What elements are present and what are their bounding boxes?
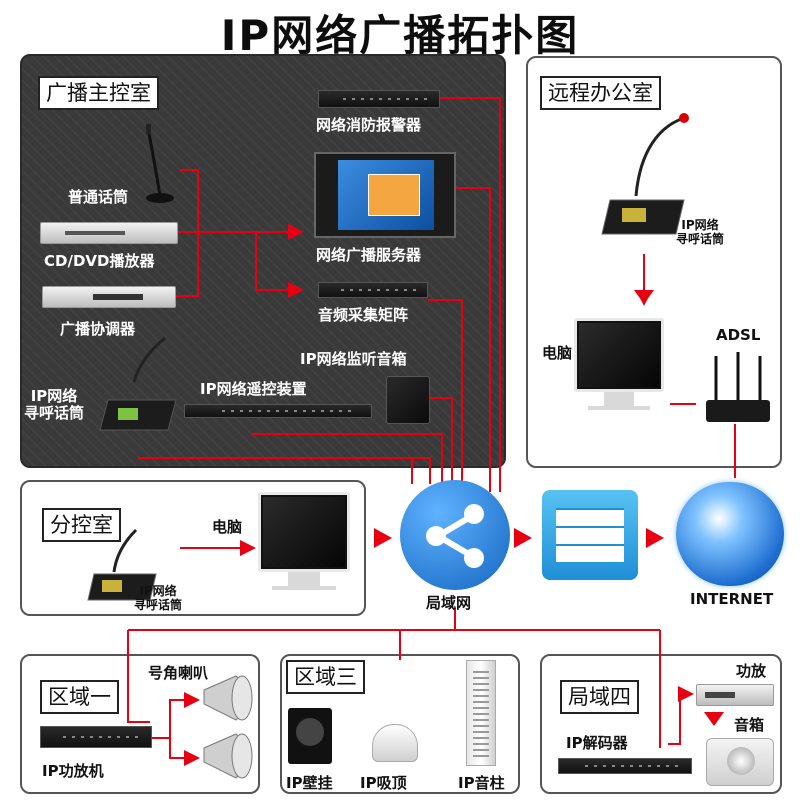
wall-speaker-icon — [288, 708, 332, 764]
line-to-zone1 — [127, 630, 150, 723]
amp-zone4-label: 功放 — [736, 662, 767, 680]
line-amp-horn — [150, 692, 200, 739]
page-title: IP网络广播拓扑图 — [220, 11, 580, 60]
arrow-lan-to-firewall — [514, 528, 532, 548]
sub-control-room-label: 分控室 — [42, 508, 121, 542]
decoder-device — [558, 758, 692, 774]
main-control-room-label: 广播主控室 — [38, 76, 159, 110]
remote-ctrl-device — [184, 404, 372, 418]
pc-sub-icon — [258, 492, 350, 602]
line-to-matrix — [255, 232, 304, 298]
arrow-pc-to-lan — [374, 528, 392, 548]
coordinator-device — [42, 286, 176, 308]
pager-remote-label: IP网络 寻呼话筒 — [676, 218, 725, 246]
decoder-label: IP解码器 — [566, 734, 628, 752]
line-mic — [180, 169, 199, 232]
cd-dvd-device — [40, 222, 178, 244]
monitor-speaker-label: IP网络监听音箱 — [300, 350, 407, 368]
arrow-firewall-to-internet — [646, 528, 664, 548]
remote-ctrl-label: IP网络遥控装置 — [200, 380, 307, 398]
amp-zone4-device — [696, 684, 774, 706]
line-monitor-speaker — [428, 397, 453, 484]
zone1-panel — [20, 654, 260, 794]
line-amp-horn2 — [169, 738, 200, 766]
monitor-speaker-icon — [386, 376, 430, 424]
horn-speaker-2 — [203, 733, 253, 779]
server-label: 网络广播服务器 — [316, 246, 422, 264]
fire-alarm-device — [318, 90, 440, 108]
zone4-label: 局域四 — [560, 680, 639, 714]
pc-remote-label: 电脑 — [542, 344, 573, 362]
line-remote-ctrl — [252, 433, 443, 484]
share-icon — [426, 504, 484, 568]
lan-icon — [400, 480, 510, 590]
amp-zone1-device — [40, 726, 152, 748]
adsl-label: ADSL — [716, 326, 761, 344]
horn-label: 号角喇叭 — [148, 664, 209, 682]
lan-label: 局域网 — [426, 594, 472, 612]
line-matrix — [428, 299, 463, 484]
internet-label: INTERNET — [690, 590, 774, 608]
line-fire-alarm — [440, 97, 501, 492]
pc-sub-label: 电脑 — [212, 518, 243, 536]
line-decoder-amp — [668, 686, 694, 745]
audio-matrix-device — [318, 282, 428, 298]
pc-remote-icon — [574, 318, 664, 422]
speaker-zone4-label: 音箱 — [734, 716, 765, 734]
pager-main-label: IP网络 寻呼话筒 — [24, 387, 85, 422]
mic-label: 普通话筒 — [68, 188, 129, 206]
arrow-amp-to-speaker — [704, 712, 724, 726]
line-server — [440, 187, 491, 492]
amp-zone1-label: IP功放机 — [42, 762, 104, 780]
zone1-label: 区域一 — [40, 680, 119, 714]
line-pager-main — [138, 457, 431, 484]
remote-office-label: 远程办公室 — [540, 76, 661, 110]
pager-sub-label: IP网络 寻呼话筒 — [134, 584, 183, 612]
audio-matrix-label: 音频采集矩阵 — [318, 306, 409, 324]
horn-speaker-1 — [203, 675, 253, 721]
firewall-icon — [542, 490, 638, 580]
cd-dvd-label: CD/DVD播放器 — [44, 252, 155, 270]
ceiling-speaker-icon — [372, 724, 418, 762]
speaker-zone4-icon — [706, 738, 774, 786]
fire-alarm-label: 网络消防报警器 — [316, 116, 422, 134]
internet-globe-icon — [676, 482, 784, 586]
wall-speaker-label: IP壁挂 — [286, 774, 333, 792]
server-screen — [338, 160, 434, 230]
column-speaker-icon — [466, 660, 496, 766]
ceiling-speaker-label: IP吸顶 — [360, 774, 407, 792]
zone3-label: 区域三 — [286, 660, 365, 694]
line-coord — [176, 232, 199, 297]
server-device — [314, 152, 456, 238]
coordinator-label: 广播协调器 — [60, 320, 136, 338]
column-speaker-label: IP音柱 — [458, 774, 505, 792]
arrow-remote-pager-down — [634, 290, 654, 304]
